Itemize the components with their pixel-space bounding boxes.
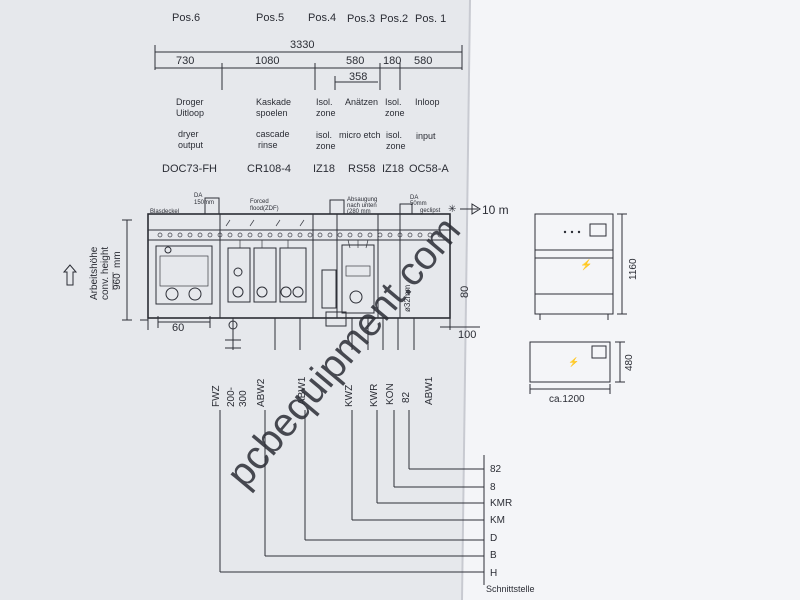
stage-en-5-l1: isol. [386,130,402,140]
interface-title: Schnittstelle [486,584,535,594]
dim-480: 480 [624,354,635,371]
interface-wiring [219,410,485,585]
stage-en-1-l1: dryer [178,129,199,139]
distance-arrow: ✳ 10 m [448,203,509,217]
dim-180: 180 [383,55,401,67]
exhaust-da-50-l2: 50mm [410,201,427,207]
machine-section-view [140,197,451,330]
pipe-200: 200- [226,387,237,407]
exhaust-da-150-l2: 150mm [194,200,214,206]
dim-1200: ca.1200 [549,394,585,405]
stage-de-2-l1: Kaskade [256,97,291,107]
pos-1-label: Pos. 1 [415,13,446,25]
pos-5-label: Pos.5 [256,12,284,24]
pos-6-label: Pos.6 [172,12,200,24]
interface-8: 8 [490,482,496,493]
pipe-kon: KON [385,383,396,405]
control-cabinet: ⚡ 1160 [534,213,639,320]
interface-b: B [490,550,497,561]
interface-km: KM [490,515,505,526]
pos-4-label: Pos.4 [308,12,336,24]
dim-580-b: 580 [414,55,432,67]
exhaust-da-50-l1: DA [410,195,418,201]
page-fold [461,0,471,600]
pipe-connections [225,318,415,350]
interface-h: H [490,568,497,579]
absaugung-l3: (280 mm [347,209,371,215]
model-iz18-b: IZ18 [382,163,404,175]
lower-dimensions: 60 80 100 ø32mm [157,270,480,341]
stage-de-3-l2: zone [316,108,336,118]
dim-358: 358 [349,71,367,83]
model-doc73: DOC73-FH [162,163,217,175]
stage-de-6-l1: Inloop [415,97,440,107]
pipe-abw1-a: ABW1 [297,376,308,405]
model-cr108: CR108-4 [247,163,291,175]
exhaust-da-150-l1: DA [194,193,202,199]
model-oc58: OC58-A [409,163,449,175]
stage-en-5-l2: zone [386,141,406,151]
pipe-abw2: ABW2 [256,378,267,407]
pipe-abw1-b: ABW1 [424,376,435,405]
control-panel: ⚡ 480 ca.1200 [529,341,635,405]
stage-de-5-l2: zone [385,108,405,118]
stage-en-3-l1: isol. [316,130,332,140]
up-arrow-icon [62,264,78,286]
model-iz18-a: IZ18 [313,163,335,175]
stage-de-1-l1: Droger [176,97,204,107]
pipe-kwz: KWZ [344,385,355,407]
dim-1160: 1160 [628,258,639,280]
stage-de-2-l2: spoelen [256,108,288,118]
working-height-de: Arbeitshöhe [89,246,100,300]
pipe-300: 300 [238,390,249,407]
pipe-fwz: FWZ [211,385,222,407]
working-height-unit: mm [112,251,123,268]
stage-en-2-l2: rinse [258,140,278,150]
dim-80: 80 [459,286,471,298]
forced-flood-l2: flood(ZDF) [250,206,279,212]
lightning-icon-2: ⚡ [568,356,579,368]
dim-1080: 1080 [255,55,279,67]
stage-de-1-l2: Uitloop [176,108,204,118]
blasdeckel-label: Blasdeckel [150,209,179,215]
geclipst-label: geclipst [420,208,441,214]
dim-60: 60 [172,322,184,334]
model-rs58: RS58 [348,163,376,175]
stage-en-3-l2: zone [316,141,336,151]
interface-d: D [490,533,497,544]
dim-100: 100 [458,329,476,341]
paper-right-page [462,0,800,600]
stage-en-2-l1: cascade [256,129,290,139]
stage-en-6-l1: input [416,131,436,141]
sparkle-icon: ✳ [448,204,456,215]
working-height-value: 960 [112,273,123,290]
forced-flood-l1: Forced [250,199,269,205]
stage-en-1-l2: output [178,140,204,150]
pipe-kwr: KWR [369,384,380,407]
working-height-en: conv. height [100,247,111,300]
dim-730: 730 [176,55,194,67]
dim-580-a: 580 [346,55,364,67]
dim-total: 3330 [290,39,314,51]
distance-label: 10 m [482,203,509,217]
dimension-lines [154,45,463,90]
interface-82: 82 [490,464,502,475]
pos-2-label: Pos.2 [380,13,408,25]
pos-3-label: Pos.3 [347,13,375,25]
working-height-group: Arbeitshöhe conv. height 960 mm [62,219,132,321]
interface-kmr: KMR [490,498,512,509]
absaugung-l2: nach unten [347,203,377,209]
absaugung-l1: Absaugung [347,197,377,203]
lightning-icon: ⚡ [580,258,592,271]
stage-en-4-l1: micro etch [339,130,381,140]
pipe-82: 82 [401,391,412,403]
pipe-diameter: ø32mm [403,285,412,312]
stage-de-3-l1: Isol. [316,97,333,107]
stage-de-5-l1: Isol. [385,97,402,107]
stage-de-4-l1: Anätzen [345,97,378,107]
